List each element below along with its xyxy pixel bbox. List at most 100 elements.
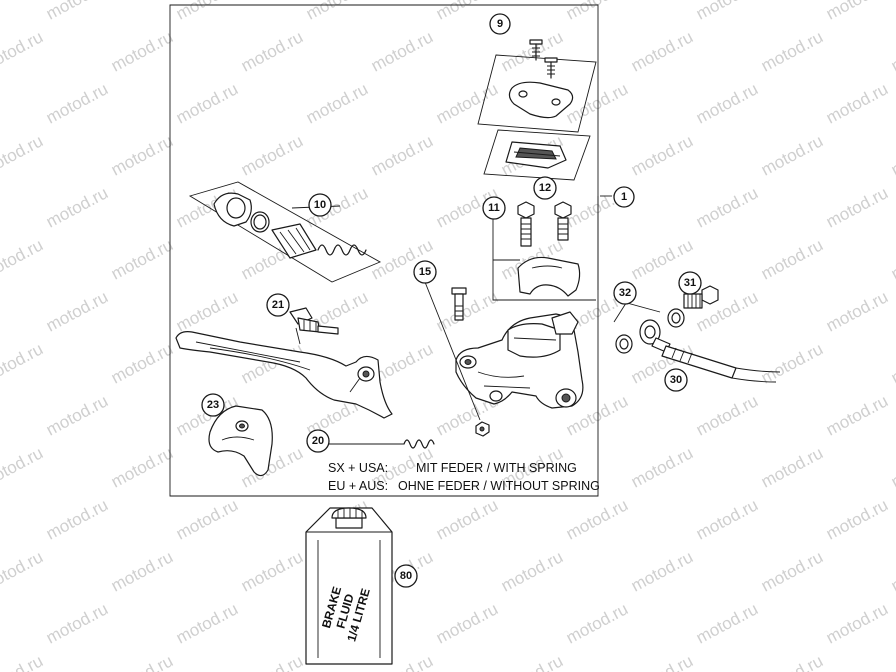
watermark-text: motod.ru <box>823 495 891 543</box>
watermark-text: motod.ru <box>0 443 46 491</box>
watermark-text: motod.ru <box>563 0 631 24</box>
svg-text:20: 20 <box>312 435 324 447</box>
watermark-text: motod.ru <box>693 0 761 24</box>
banjo-bolt <box>683 285 719 309</box>
watermark-text: motod.ru <box>43 79 111 127</box>
lever-adjuster <box>289 307 339 345</box>
watermark-text: motod.ru <box>108 651 176 672</box>
svg-text:23: 23 <box>207 399 219 411</box>
watermark-text: motod.ru <box>0 547 46 595</box>
watermark-text: motod.ru <box>433 495 501 543</box>
brake-hose <box>639 319 781 383</box>
watermark-text: motod.ru <box>823 79 891 127</box>
watermark-text: motod.ru <box>563 495 631 543</box>
callout-21: 21 <box>266 293 290 317</box>
master-cylinder-body <box>455 311 584 409</box>
svg-text:32: 32 <box>619 287 631 299</box>
watermark-text: motod.ru <box>108 339 176 387</box>
watermark-text: motod.ru <box>823 599 891 647</box>
watermark-text: motod.ru <box>498 27 566 75</box>
svg-text:11: 11 <box>488 202 500 214</box>
watermark-text: motod.ru <box>628 131 696 179</box>
watermark-text: motod.ru <box>433 599 501 647</box>
watermark-text: motod.ru <box>563 79 631 127</box>
watermark-text: motod.ru <box>693 599 761 647</box>
watermark-text: motod.ru <box>368 131 436 179</box>
brake-hose-group <box>597 195 781 383</box>
callout-30: 30 <box>664 368 688 392</box>
watermark-text: motod.ru <box>238 547 306 595</box>
callout-9: 9 <box>489 13 511 35</box>
callout-20: 20 <box>306 429 330 453</box>
watermark-text: motod.ru <box>563 599 631 647</box>
lever-spring <box>322 439 435 449</box>
svg-text:21: 21 <box>272 299 284 311</box>
watermark-text: motod.ru <box>0 27 46 75</box>
watermark-text: motod.ru <box>173 0 241 24</box>
cover-screw <box>529 39 543 61</box>
callout-11: 11 <box>482 196 506 220</box>
watermark-text: motod.ru <box>758 547 826 595</box>
svg-text:31: 31 <box>684 277 696 289</box>
svg-text:10: 10 <box>314 199 326 211</box>
watermark-text: motod.ru <box>368 27 436 75</box>
watermark-text: motod.ru <box>108 547 176 595</box>
watermark-text: motod.ru <box>108 131 176 179</box>
watermark-text: motod.ru <box>758 443 826 491</box>
note-line1-key: SX + USA: <box>328 461 388 475</box>
watermark-text: motod.ru <box>173 495 241 543</box>
callout-23: 23 <box>201 393 225 417</box>
spring-variant-notes: SX + USA: MIT FEDER / WITH SPRING EU + A… <box>328 461 600 493</box>
watermark-text: motod.ru <box>888 339 896 387</box>
lever-cover <box>208 405 273 477</box>
note-line1-value: MIT FEDER / WITH SPRING <box>416 461 577 475</box>
watermark-text: motod.ru <box>823 391 891 439</box>
watermark-text: motod.ru <box>693 183 761 231</box>
watermark-text: motod.ru <box>888 651 896 672</box>
svg-text:80: 80 <box>400 570 412 582</box>
clamp-group <box>492 201 596 301</box>
watermark-text: motod.ru <box>823 287 891 335</box>
svg-text:1: 1 <box>621 191 627 203</box>
watermark-text: motod.ru <box>238 27 306 75</box>
watermark-text: motod.ru <box>498 651 566 672</box>
handlebar-clamp <box>517 256 581 297</box>
watermark-text: motod.ru <box>43 183 111 231</box>
callout-10: 10 <box>308 193 332 217</box>
callout-32: 32 <box>613 281 637 305</box>
watermark-text: motod.ru <box>758 235 826 283</box>
watermark-text: motod.ru <box>628 547 696 595</box>
brake-fluid-can: BRAKE FLUID 1/4 LITRE <box>305 507 393 665</box>
svg-text:30: 30 <box>670 374 682 386</box>
watermark-text: motod.ru <box>888 547 896 595</box>
svg-text:15: 15 <box>419 266 431 278</box>
watermark-text: motod.ru <box>628 27 696 75</box>
watermark-text: motod.ru <box>433 79 501 127</box>
watermark-text: motod.ru <box>303 0 371 24</box>
callout-15: 15 <box>413 260 437 284</box>
watermark-text: motod.ru <box>238 131 306 179</box>
reservoir-cover-group <box>477 39 597 181</box>
watermark-text: motod.ru <box>0 339 46 387</box>
note-line2-value: OHNE FEDER / WITHOUT SPRING <box>398 479 600 493</box>
cover-screw <box>544 57 558 79</box>
svg-text:12: 12 <box>539 182 551 194</box>
note-line2-key: EU + AUS: <box>328 479 388 493</box>
watermark-text: motod.ru <box>173 287 241 335</box>
watermark-text: motod.ru <box>43 287 111 335</box>
callout-31: 31 <box>678 271 702 295</box>
watermark-text: motod.ru <box>628 443 696 491</box>
callout-12: 12 <box>533 176 557 200</box>
watermark-text: motod.ru <box>758 131 826 179</box>
piston-kit <box>188 181 382 283</box>
watermark-text: motod.ru <box>823 0 891 24</box>
clamp-bolt <box>554 201 572 241</box>
svg-text:9: 9 <box>497 18 503 30</box>
watermark-text: motod.ru <box>0 131 46 179</box>
watermark-text: motod.ru <box>693 391 761 439</box>
brake-lever <box>175 331 393 419</box>
watermark-text: motod.ru <box>693 79 761 127</box>
watermark-text: motod.ru <box>823 183 891 231</box>
